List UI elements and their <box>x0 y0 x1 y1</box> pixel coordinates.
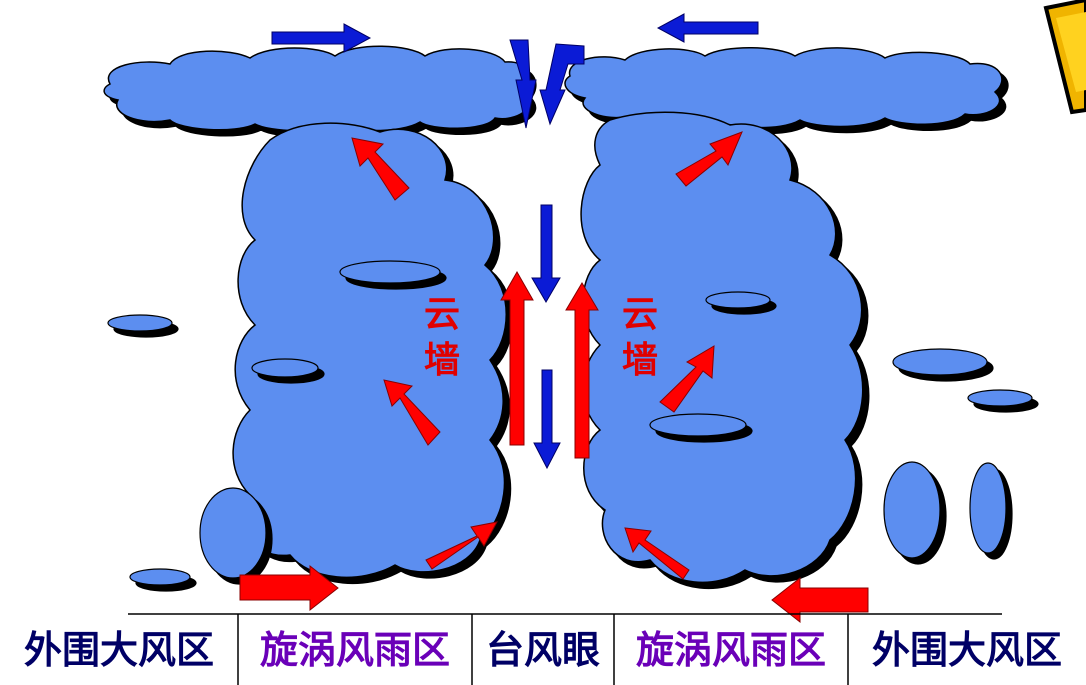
zone-outer-left: 外围大风区 <box>0 622 238 678</box>
small-cloud <box>340 261 440 283</box>
right-wall-label-1: 云 <box>622 294 658 335</box>
small-cloud <box>650 414 746 436</box>
left-wall-label-1: 云 <box>424 294 460 335</box>
zone-eye: 台风眼 <box>472 622 614 678</box>
small-cloud <box>893 349 987 375</box>
zone-outer-right: 外围大风区 <box>848 622 1086 678</box>
small-cloud <box>884 462 940 558</box>
left-wall-label-2: 墙 <box>424 340 460 381</box>
small-cloud <box>200 488 266 578</box>
left-anvil-cloud <box>104 46 530 131</box>
blue-outflow-arrow-right <box>658 14 758 42</box>
warning-sign-icon <box>1046 0 1086 112</box>
small-cloud <box>968 390 1032 406</box>
blue-downdraft-arrow-upper <box>532 205 560 302</box>
zone-swirl-right: 旋涡风雨区 <box>614 622 848 678</box>
small-cloud <box>706 292 770 308</box>
small-cloud <box>970 463 1006 553</box>
zone-swirl-left: 旋涡风雨区 <box>238 622 472 678</box>
right-wall-label-2: 墙 <box>622 340 658 381</box>
small-cloud <box>252 359 318 377</box>
red-inflow-arrow-right <box>772 578 868 622</box>
left-cloud-wall <box>233 123 506 577</box>
small-cloud <box>130 569 190 585</box>
small-cloud <box>108 315 172 331</box>
blue-downdraft-arrow-lower <box>534 370 560 468</box>
red-updraft-arrow-left <box>501 272 533 445</box>
